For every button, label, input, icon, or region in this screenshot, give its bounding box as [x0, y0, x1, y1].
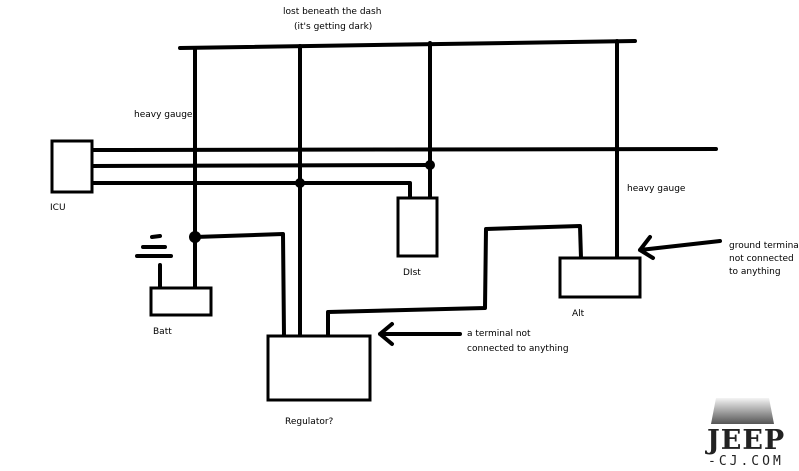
icu-wire-1 [90, 147, 718, 152]
junction-dot [425, 160, 435, 170]
terminal-note-line2: connected to anything [467, 344, 569, 354]
dist-box [396, 196, 439, 258]
icu-label: ICU [50, 203, 66, 213]
heavy-gauge-left: heavy gauge [134, 110, 193, 120]
dash-note-line1: lost beneath the dash [283, 7, 381, 17]
regulator-label: Regulator? [285, 417, 334, 427]
junction-dot [295, 178, 305, 188]
dash-bus-wire [178, 39, 637, 50]
batt-label: Batt [153, 327, 172, 337]
icu-wire-2 [90, 163, 432, 168]
regulator-to-alt-wire [326, 224, 583, 338]
icu-box [50, 139, 94, 194]
batt-box [149, 286, 213, 317]
dash-note-line2: (it's getting dark) [294, 22, 372, 32]
junction-dot [189, 231, 201, 243]
jeep-cj-logo: JEEP -CJ.COM [705, 398, 785, 469]
ground-note-line2: not connected [729, 254, 794, 264]
ground-note-line3: to anything [729, 267, 781, 277]
ground-note-line1: ground terminal [729, 241, 799, 251]
terminal-note-line1: a terminal not [467, 329, 531, 339]
terminal-arrow [378, 322, 462, 346]
svg-text:JEEP: JEEP [705, 425, 785, 456]
ground-arrow [638, 235, 722, 260]
alt-box [558, 256, 642, 299]
ground-symbol [135, 234, 173, 290]
regulator-box [266, 334, 372, 402]
batt-to-regulator-wire [193, 232, 286, 338]
dist-label: DIst [403, 268, 421, 278]
alt-label: Alt [572, 309, 585, 319]
icu-wire-3 [90, 181, 412, 200]
heavy-gauge-right: heavy gauge [627, 184, 686, 194]
svg-text:-CJ.COM: -CJ.COM [708, 454, 784, 469]
